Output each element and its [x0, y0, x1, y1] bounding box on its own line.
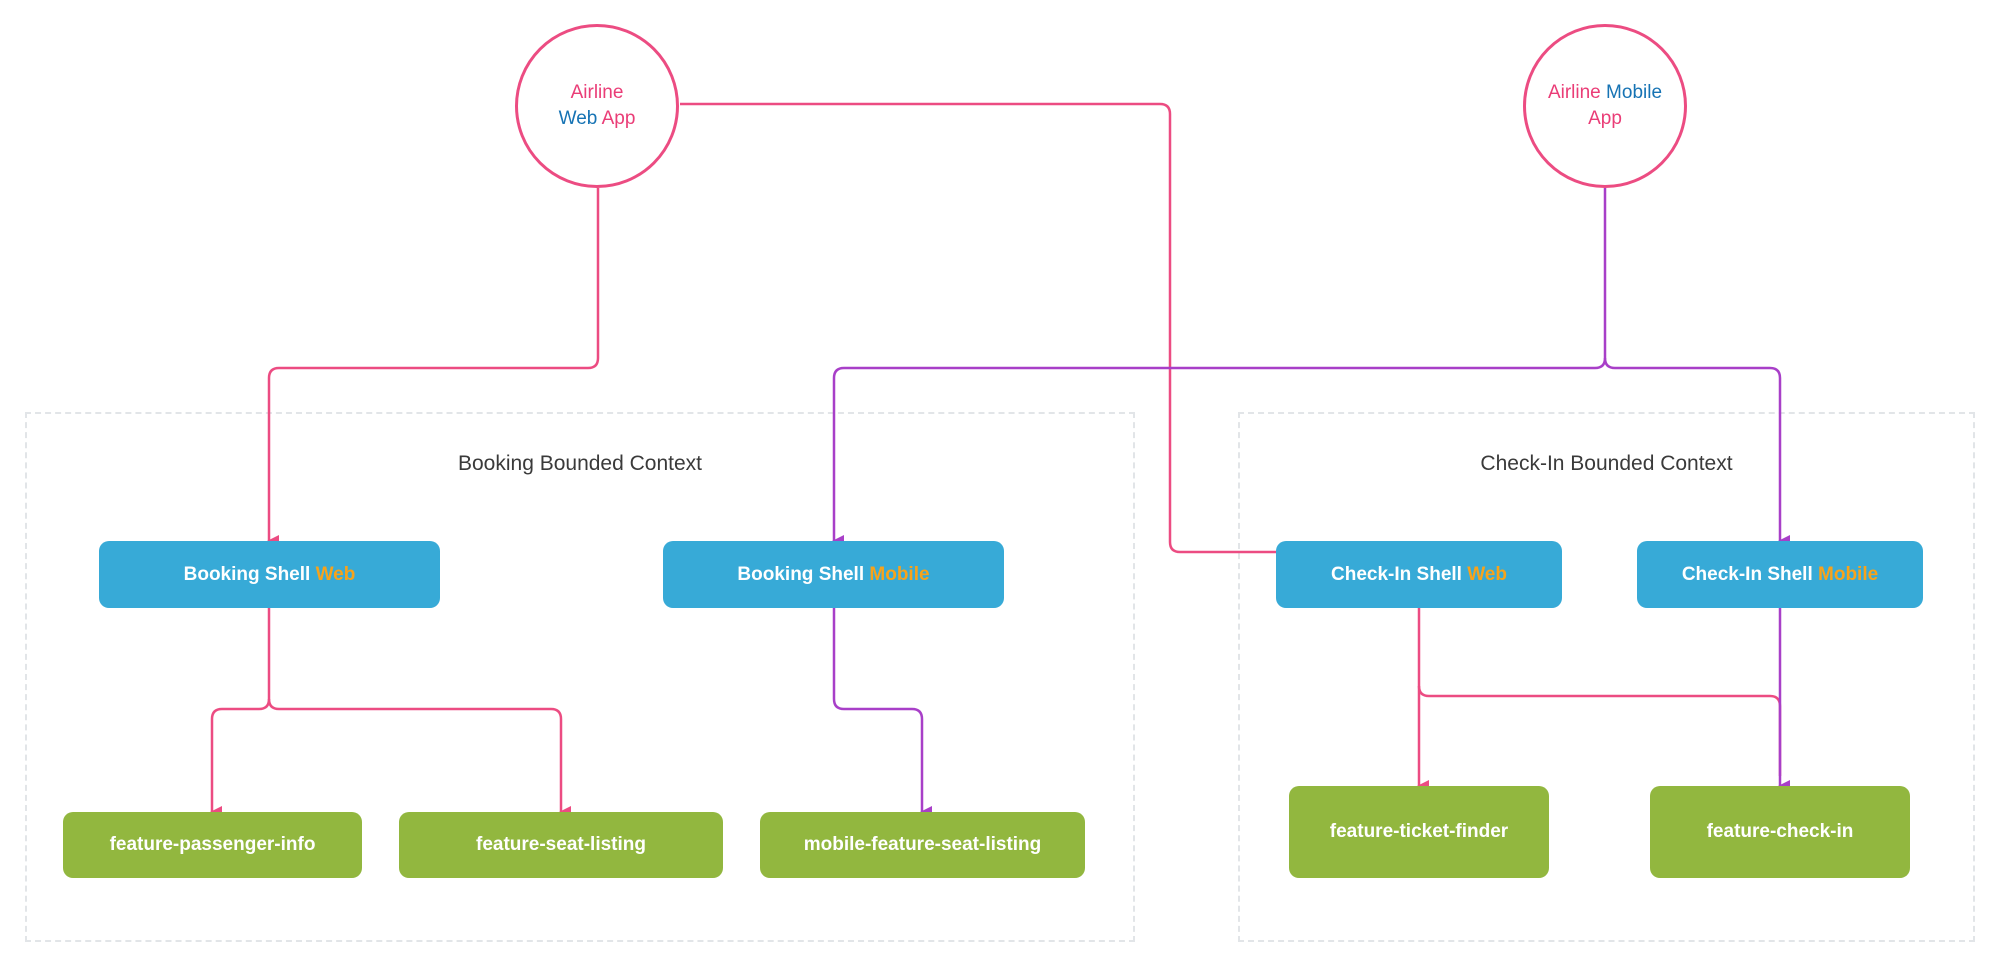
app-mobile-word2: Mobile — [1606, 82, 1663, 103]
shell-name: Booking Shell — [737, 563, 865, 585]
shell-name: Check-In Shell — [1331, 563, 1462, 585]
app-mobile-word3: App — [1588, 108, 1622, 129]
shell-name: Booking Shell — [183, 563, 311, 585]
feature-seat-listing-node: feature-seat-listing — [399, 812, 723, 878]
feature-passenger-info-node: feature-passenger-info — [63, 812, 362, 878]
checkin-shell-web-node: Check-In Shell Web — [1276, 541, 1562, 608]
mobile-feature-seat-listing-node: mobile-feature-seat-listing — [760, 812, 1085, 878]
app-mobile-word1: Airline — [1547, 82, 1601, 103]
app-web-word3: App — [601, 108, 636, 129]
booking-shell-mobile-node: Booking Shell Mobile — [663, 541, 1004, 608]
booking-context-title: Booking Bounded Context — [457, 452, 702, 475]
checkin-shell-mobile-node: Check-In Shell Mobile — [1637, 541, 1923, 608]
airline-mobile-app-node: Airline Mobile App — [1523, 24, 1687, 188]
app-web-word2: Web — [558, 108, 598, 129]
shell-variant: Mobile — [869, 563, 930, 585]
shell-variant: Web — [1467, 563, 1507, 585]
booking-shell-web-node: Booking Shell Web — [99, 541, 440, 608]
checkin-context-title: Check-In Bounded Context — [1480, 452, 1733, 475]
app-web-word1: Airline — [570, 82, 624, 103]
feature-check-in-node: feature-check-in — [1650, 786, 1910, 878]
shell-variant: Mobile — [1818, 563, 1879, 585]
shell-variant: Web — [315, 563, 356, 585]
airline-web-app-node: Airline Web App — [515, 24, 679, 188]
feature-ticket-finder-node: feature-ticket-finder — [1289, 786, 1549, 878]
shell-name: Check-In Shell — [1681, 563, 1813, 585]
